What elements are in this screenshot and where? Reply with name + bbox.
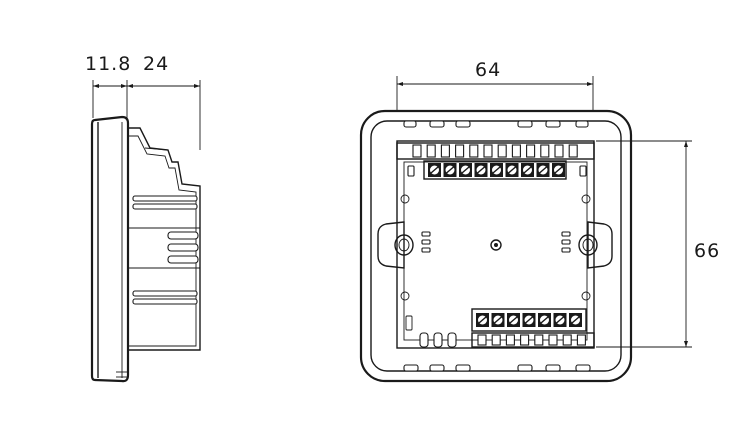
- side-view: 11.8 24: [85, 53, 201, 383]
- dimension-label-24: 24: [143, 53, 169, 75]
- front-view: 64 66: [359, 59, 720, 383]
- dimension-label-66: 66: [694, 240, 720, 262]
- dimension-label-11.8: 11.8: [85, 53, 131, 75]
- dimension-label-64: 64: [475, 59, 501, 81]
